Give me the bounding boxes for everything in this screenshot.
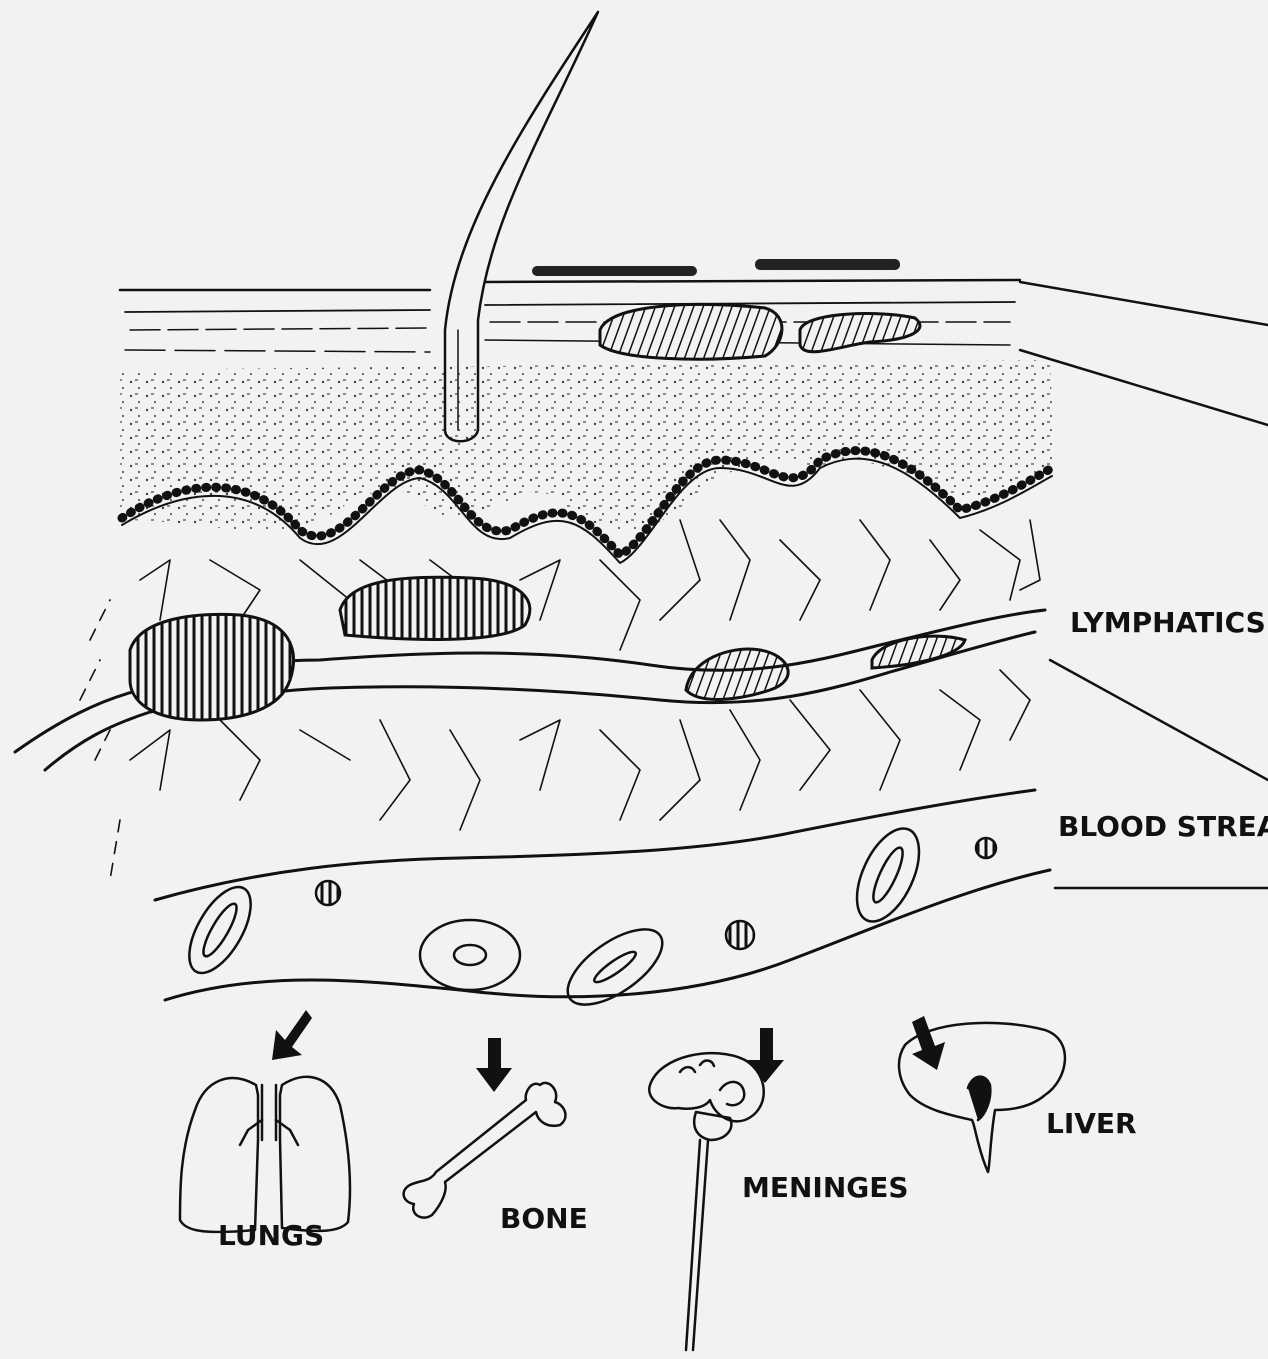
label-liver: LIVER [1046, 1107, 1137, 1140]
lymphatic-vessel [15, 610, 1045, 770]
label-blood-stream: BLOOD STREAM [1058, 810, 1268, 843]
surface-lesions [532, 259, 920, 359]
arrow-to-meninges-icon [747, 1028, 784, 1083]
label-bone: BONE [500, 1202, 588, 1235]
lungs-icon [180, 1077, 350, 1232]
arrow-to-bone-icon [476, 1038, 512, 1092]
spread-arrows [272, 1010, 945, 1092]
blood-vessel [155, 790, 1050, 1019]
dermal-deposits [340, 577, 965, 699]
arrow-to-lungs-icon [272, 1010, 312, 1060]
bone-icon [404, 1083, 566, 1218]
label-lungs: LUNGS [218, 1219, 324, 1252]
label-lymphatics: LYMPHATICS [1070, 606, 1266, 639]
label-meninges: MENINGES [742, 1171, 909, 1204]
leader-lines [1020, 282, 1268, 888]
arrow-to-liver-icon [912, 1016, 945, 1070]
